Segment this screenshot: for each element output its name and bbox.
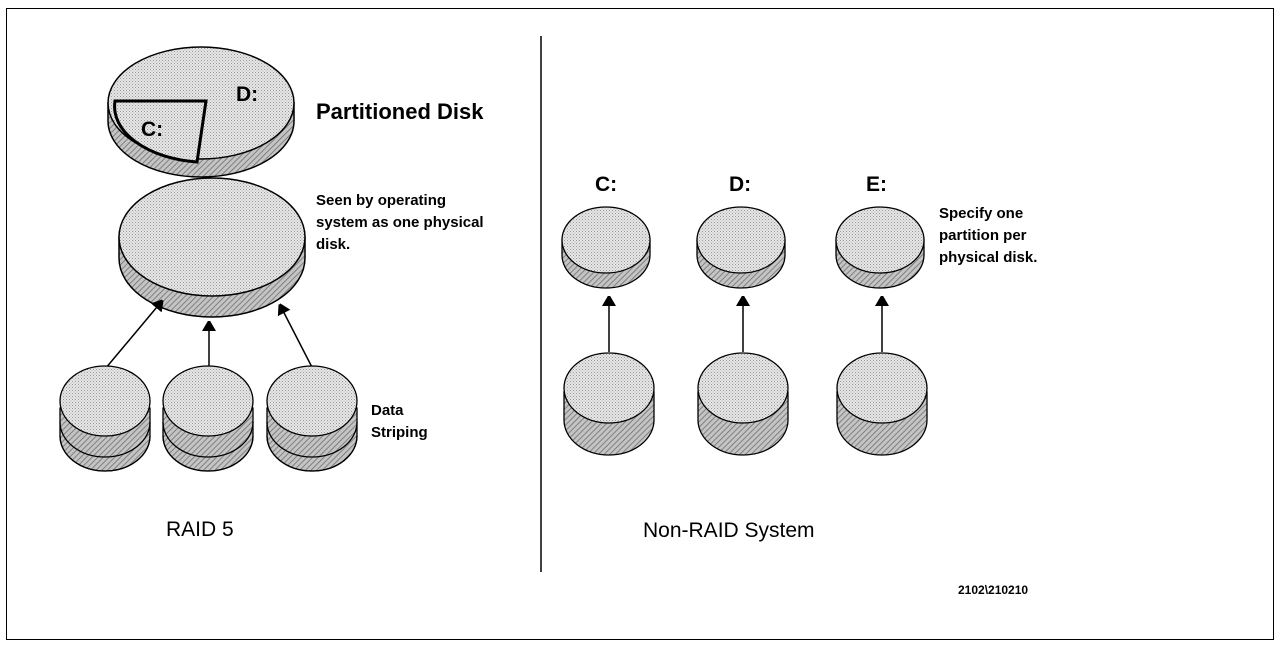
drive-label-e: E: (866, 173, 887, 196)
arrow-right (280, 305, 317, 376)
arrow-left (99, 301, 162, 376)
partition-d-label: D: (236, 83, 259, 106)
partitioned-disk (107, 46, 295, 178)
one-partition-note: Specify one partition per physical disk. (939, 203, 1037, 269)
stripe-stack-1 (59, 365, 151, 472)
partitioned-disk-label: Partitioned Disk (316, 99, 484, 124)
stripe-stack-3 (266, 365, 358, 472)
physical-disk-d (697, 352, 789, 456)
partition-c-label: C: (141, 118, 164, 141)
note-line: disk. (316, 236, 351, 253)
physical-disk-e (836, 352, 928, 456)
drive-label-c: C: (595, 173, 618, 196)
partition-disk-c (561, 206, 651, 289)
physical-disk-c (563, 352, 655, 456)
note-line: physical disk. (939, 249, 1038, 266)
seen-by-os-note: Seen by operating system as one physical… (316, 190, 484, 256)
figure-frame (6, 8, 1274, 640)
partition-disk-e (835, 206, 925, 289)
stripe-stack-2 (162, 365, 254, 472)
data-striping-note: Data Striping (371, 400, 428, 444)
note-line: partition per (939, 227, 1027, 244)
drive-label-d: D: (729, 173, 752, 196)
partition-c-slice (113, 99, 208, 164)
non-raid-title: Non-RAID System (643, 519, 815, 542)
note-line: system as one physical (316, 214, 484, 231)
figure-id: 2102\210210 (958, 583, 1029, 597)
partition-disk-d (696, 206, 786, 289)
logical-disk (118, 177, 306, 318)
raid5-title: RAID 5 (166, 518, 234, 541)
note-line: Specify one (939, 205, 1024, 222)
note-line: Data (371, 402, 404, 419)
note-line: Seen by operating (316, 192, 447, 209)
note-line: Striping (371, 424, 428, 441)
